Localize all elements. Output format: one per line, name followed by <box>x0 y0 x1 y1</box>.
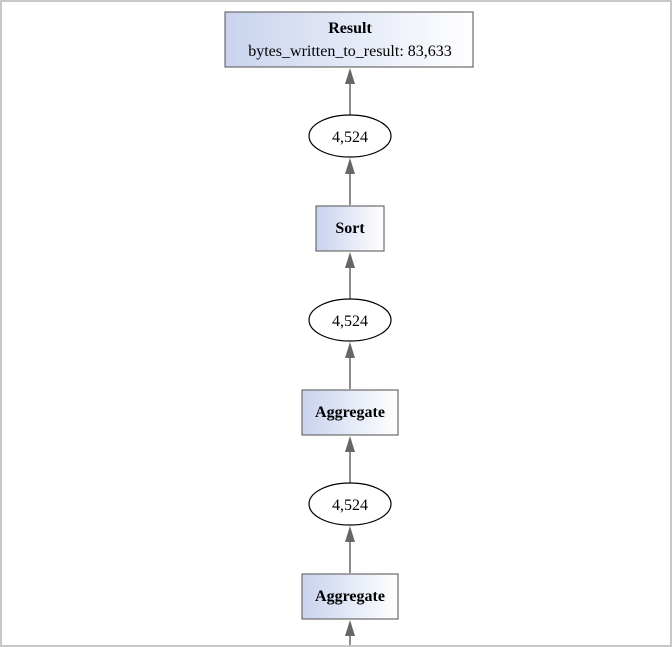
row-count-aggregate-to-aggregate: 4,524 <box>308 482 392 526</box>
row-count-label: 4,524 <box>332 313 368 330</box>
node-sort-title: Sort <box>335 220 365 237</box>
edge-count-to-aggregate-1 <box>345 342 355 389</box>
edge-aggregate-1-from-aggregate-2 <box>345 436 355 483</box>
node-aggregate-1-title: Aggregate <box>315 404 385 421</box>
node-aggregate-1[interactable]: Aggregate <box>301 389 399 436</box>
edge-aggregate-2-from-below <box>345 620 355 645</box>
node-sort[interactable]: Sort <box>315 205 385 252</box>
edge-count-to-aggregate-2 <box>345 526 355 573</box>
node-result[interactable]: Result bytes_written_to_result: 83,633 <box>224 11 474 68</box>
node-aggregate-2[interactable]: Aggregate <box>301 573 399 620</box>
edge-sort-from-aggregate <box>345 252 355 299</box>
edge-rows-to-sort-count <box>345 158 355 205</box>
row-count-label: 4,524 <box>332 129 368 146</box>
edge-sort-to-result <box>345 68 355 115</box>
row-count-aggregate-to-sort: 4,524 <box>308 298 392 342</box>
node-result-title: Result <box>328 20 372 37</box>
node-result-detail: bytes_written_to_result: 83,633 <box>248 43 452 60</box>
row-count-label: 4,524 <box>332 497 368 514</box>
node-aggregate-2-title: Aggregate <box>315 588 385 605</box>
row-count-sort-to-result: 4,524 <box>308 114 392 158</box>
